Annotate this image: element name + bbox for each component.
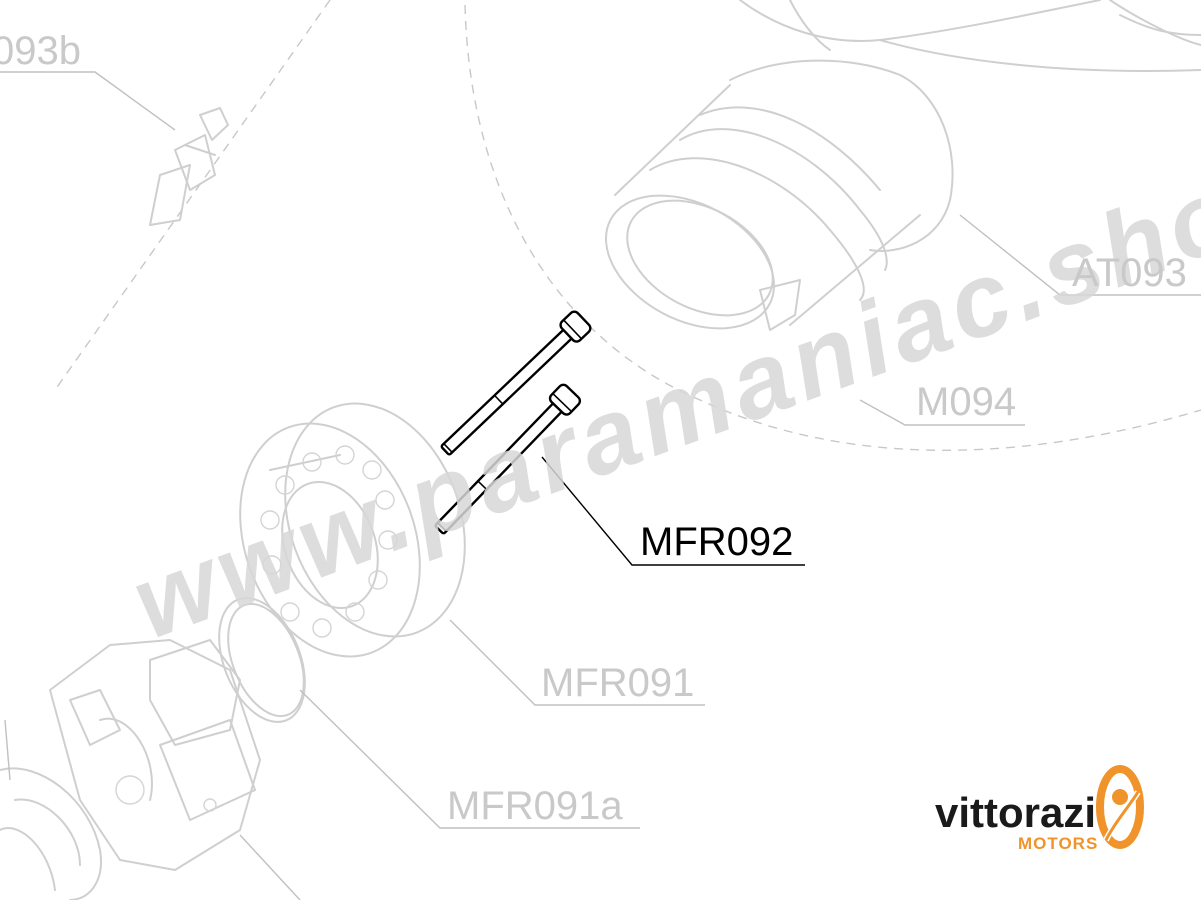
vittorazi-logo: vittorazi MOTORS bbox=[935, 765, 1144, 853]
dashed-arc bbox=[464, 4, 1201, 451]
watermark-text: www.paramaniac.shop bbox=[118, 129, 1201, 661]
leader-bottom bbox=[239, 834, 301, 900]
coupler-part bbox=[604, 84, 921, 331]
bolt-upper bbox=[440, 310, 592, 456]
flange-part bbox=[239, 402, 466, 658]
carburetor-part bbox=[0, 639, 261, 900]
label-093b: 093b bbox=[0, 29, 81, 73]
label-m094: M094 bbox=[916, 380, 1016, 424]
label-mfr092: MFR092 bbox=[640, 520, 793, 564]
vittorazi-logo-icon bbox=[1096, 765, 1144, 849]
leader-mfr091 bbox=[449, 619, 705, 706]
muffler-body bbox=[729, 0, 1201, 252]
leader-mfr091a bbox=[299, 689, 640, 829]
label-at093: AT093 bbox=[1072, 251, 1187, 295]
label-mfr091: MFR091 bbox=[541, 661, 694, 705]
bolt-lower bbox=[434, 383, 582, 535]
label-mfr091a: MFR091a bbox=[447, 784, 623, 828]
connector-part bbox=[149, 107, 229, 226]
logo-sub-text: MOTORS bbox=[1018, 834, 1098, 853]
leader-m094 bbox=[859, 399, 1025, 426]
leader-093b bbox=[0, 71, 176, 131]
leader-at093 bbox=[959, 214, 1201, 296]
logo-brand-text: vittorazi bbox=[935, 789, 1096, 836]
leader-mfr092 bbox=[541, 456, 805, 566]
leader-left bbox=[4, 719, 11, 781]
dashed-leader-top bbox=[54, 0, 331, 391]
